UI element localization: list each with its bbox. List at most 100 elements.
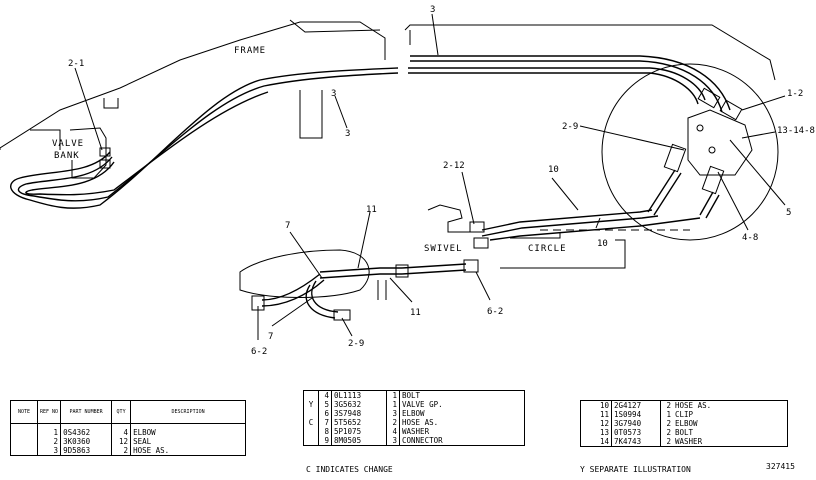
table-row: C 7 5T5652 2 HOSE AS. [304, 418, 525, 427]
ref-cell: 3 [36, 446, 62, 456]
table-row: 4 0L1113 1 BOLT [304, 390, 525, 401]
desc-cell: HOSE AS. [675, 401, 712, 410]
table-row: Y 5 3G5632 1 VALVE GP. [304, 400, 525, 409]
table-row: 3 9D5863 2 HOSE AS. [10, 446, 247, 456]
part-cell: 3G5632 [331, 400, 387, 409]
illustration-footnote: Y SEPARATE ILLUSTRATION [580, 465, 691, 474]
main-hoses [10, 55, 731, 209]
ref-cell: 6 [318, 409, 332, 418]
table-row: 2 3K0360 12 SEAL [10, 437, 247, 446]
qty-cell: 2 [660, 419, 673, 428]
ref-cell: 11 [599, 410, 609, 419]
callout-11-b: 11 [410, 308, 421, 318]
ref-cell: 13 [599, 428, 609, 437]
callout-10-b: 10 [597, 239, 608, 249]
desc-cell: HOSE AS. [130, 446, 247, 456]
valve-label: VALVE [52, 139, 84, 149]
callout-6-2-a: 6-2 [487, 307, 503, 317]
ref-header: REF NO [36, 400, 62, 424]
desc-cell: ELBOW [675, 419, 698, 428]
desc-cell: HOSE AS. [399, 418, 525, 427]
note-cell [10, 423, 38, 437]
desc-cell: BOLT [675, 428, 694, 437]
parts-table-3: 10 2G4127 2 HOSE AS. 11 1S0994 1 CLIP 12… [580, 400, 788, 447]
qty-cell: 3 [386, 409, 400, 418]
desc-cell: CONNECTOR [399, 436, 525, 446]
callout-7-a: 7 [285, 221, 290, 231]
part-cell: 5P1075 [331, 427, 387, 436]
table-row: 12 3G7940 2 ELBOW [581, 419, 788, 428]
leader-lines [74, 13, 786, 340]
part-cell: 5T5652 [331, 418, 387, 427]
desc-cell: WASHER [675, 437, 703, 446]
note-header: NOTE [10, 400, 38, 424]
swivel-hoses [251, 209, 701, 321]
desc-cell: CLIP [675, 410, 694, 419]
qty-cell: 1 [660, 410, 673, 419]
note-cell [304, 391, 319, 401]
ref-cell: 10 [599, 401, 609, 410]
swivel-label: SWIVEL [424, 244, 463, 254]
table-row: 9 8M0505 3 CONNECTOR [304, 436, 525, 446]
qty-cell: 12 [111, 437, 132, 446]
table-header-row: NOTE REF NO PART NUMBER QTY DESCRIPTION [10, 400, 247, 424]
part-cell: 9D5863 [60, 446, 113, 456]
description-header: DESCRIPTION [130, 400, 247, 424]
callout-7-b: 7 [268, 332, 273, 342]
circle-outline [239, 204, 690, 298]
qty-cell: 2 [660, 437, 673, 447]
table-row: 11 1S0994 1 CLIP [581, 410, 788, 419]
qty-cell: 4 [386, 427, 400, 436]
qty-cell: 2 [386, 418, 400, 427]
ref-cell: 9 [318, 436, 332, 446]
ref-cell: 12 [599, 419, 609, 428]
note-cell [304, 427, 319, 436]
callout-6-2-b: 6-2 [251, 347, 267, 357]
ref-cell: 2 [36, 437, 62, 446]
ref-cell: 14 [599, 437, 609, 446]
callout-3-a: 3 [331, 89, 336, 99]
table-row: 13 0T0573 2 BOLT [581, 428, 788, 437]
part-cell: 0T0573 [611, 428, 661, 437]
note-cell [10, 437, 38, 446]
detail-circle [601, 63, 779, 241]
qty-cell: 1 [386, 390, 400, 400]
ref-cell: 7 [318, 418, 332, 427]
callout-2-9-detail: 2-9 [562, 122, 578, 132]
callout-5: 5 [786, 208, 791, 218]
table-row: 8 5P1075 4 WASHER [304, 427, 525, 436]
callout-10-a: 10 [548, 165, 559, 175]
note-cell: C [308, 418, 314, 427]
table-row: 1 0S4362 4 ELBOW [10, 423, 247, 437]
qty-cell: 2 [660, 400, 673, 410]
ref-cell: 1 [36, 423, 62, 437]
callout-2-9-bottom: 2-9 [348, 339, 364, 349]
callout-2-12: 2-12 [443, 161, 465, 171]
table-row: 14 7K4743 2 WASHER [581, 437, 788, 447]
part-cell: 1S0994 [611, 410, 661, 419]
part-cell: 0S4362 [60, 423, 113, 437]
frame-outline [0, 19, 776, 150]
part-cell: 3S7948 [331, 409, 387, 418]
desc-cell: WASHER [399, 427, 525, 436]
ref-cell: 4 [318, 390, 332, 400]
callout-4-8: 4-8 [742, 233, 758, 243]
desc-cell: VALVE GP. [399, 400, 525, 409]
note-cell: Y [308, 400, 314, 409]
part-cell: 7K4743 [611, 437, 661, 447]
qty-header: QTY [111, 400, 132, 424]
desc-cell: SEAL [130, 437, 247, 446]
parts-table-2: 4 0L1113 1 BOLT Y 5 3G5632 1 VALVE GP. 6… [303, 390, 525, 446]
ref-cell: 8 [318, 427, 332, 436]
table-row: 10 2G4127 2 HOSE AS. [581, 400, 788, 410]
qty-cell: 3 [386, 436, 400, 446]
figure-id: 327415 [766, 462, 795, 471]
parts-table-1: NOTE REF NO PART NUMBER QTY DESCRIPTION … [10, 400, 247, 456]
part-cell: 3G7940 [611, 419, 661, 428]
callout-1-2: 1-2 [787, 89, 803, 99]
callout-11-a: 11 [366, 205, 377, 215]
desc-cell: BOLT [399, 390, 525, 400]
callout-13-14-8: 13-14-8 [777, 126, 815, 136]
frame-label: FRAME [234, 46, 266, 56]
callout-2-1: 2-1 [68, 59, 84, 69]
